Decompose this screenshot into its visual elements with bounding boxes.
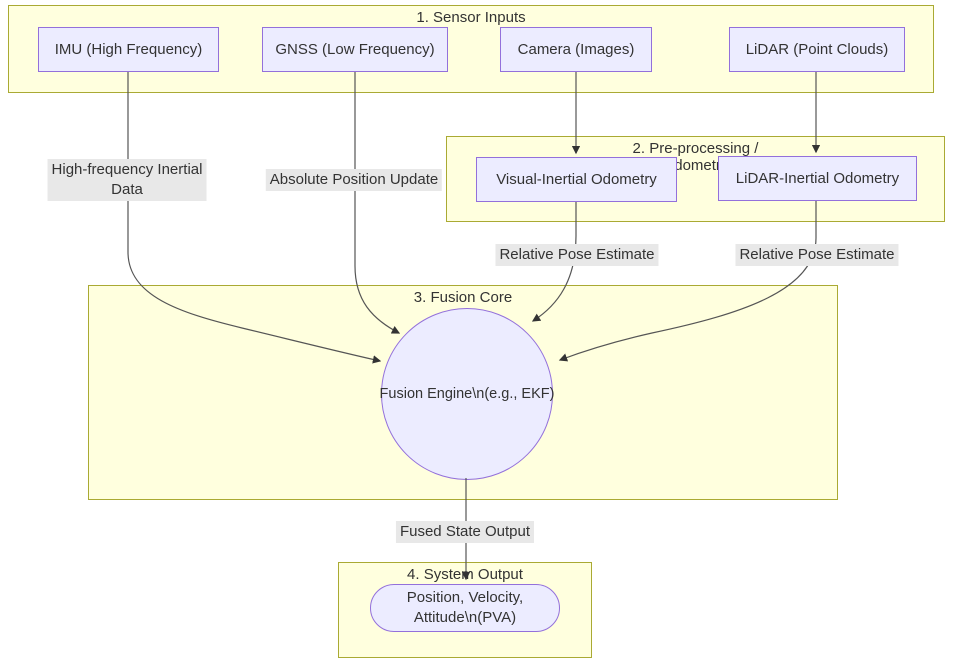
node-visual-inertial-odometry: Visual-Inertial Odometry — [476, 157, 677, 202]
node-camera: Camera (Images) — [500, 27, 652, 72]
node-pva-output: Position, Velocity, Attitude\n(PVA) — [370, 584, 560, 632]
edge-label-high-frequency-inertial-data: High-frequency Inertial Data — [47, 159, 207, 201]
node-imu: IMU (High Frequency) — [38, 27, 219, 72]
cluster-preprocessing-label: 2. Pre-processing / Odometry — [632, 140, 759, 174]
cluster-system-output-label: 4. System Output — [407, 566, 523, 583]
edge-label-relative-pose-estimate-lio: Relative Pose Estimate — [735, 244, 899, 266]
node-lidar-inertial-odometry: LiDAR-Inertial Odometry — [718, 156, 917, 201]
edge-label-fused-state-output: Fused State Output — [395, 521, 535, 543]
edge-label-absolute-position-update: Absolute Position Update — [265, 169, 443, 191]
node-lidar: LiDAR (Point Clouds) — [729, 27, 905, 72]
node-fusion-engine: Fusion Engine\n(e.g., EKF) — [380, 308, 554, 480]
cluster-fusion-core-label: 3. Fusion Core — [413, 289, 513, 306]
edge-label-relative-pose-estimate-vio: Relative Pose Estimate — [495, 244, 659, 266]
cluster-sensor-inputs-label: 1. Sensor Inputs — [416, 9, 526, 26]
node-gnss: GNSS (Low Frequency) — [262, 27, 448, 72]
